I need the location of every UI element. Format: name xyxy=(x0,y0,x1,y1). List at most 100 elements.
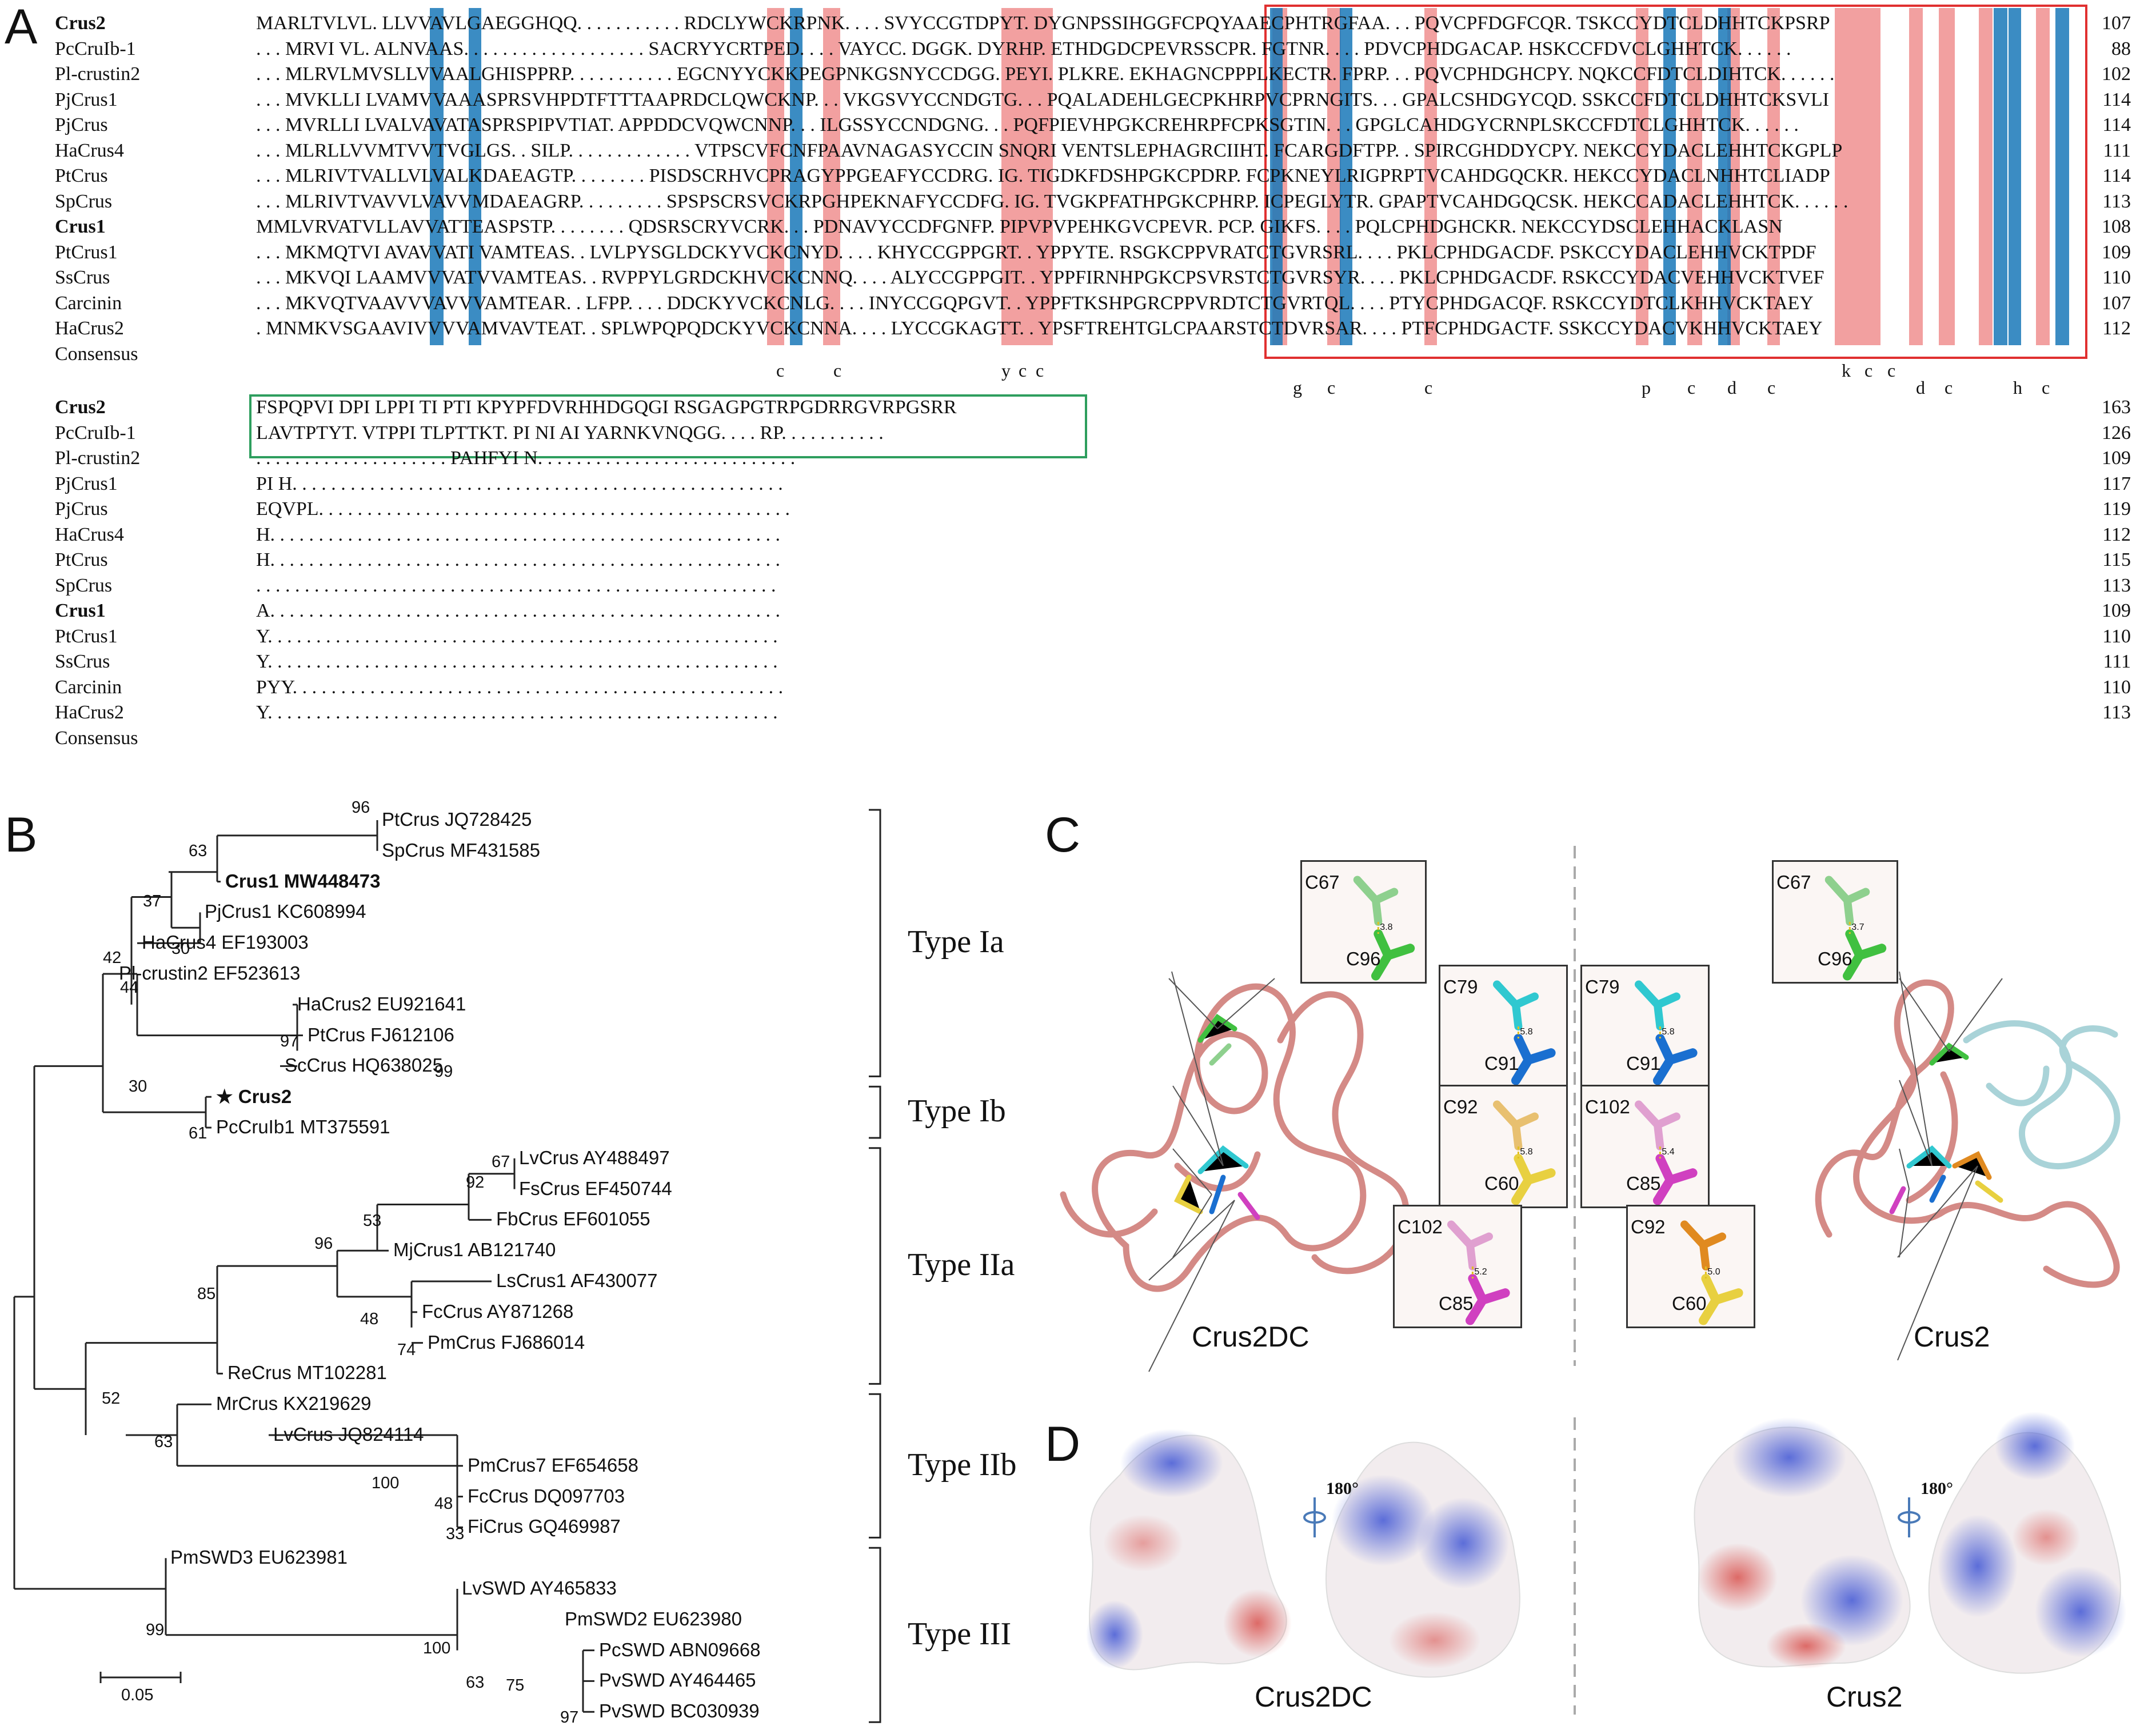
crus2dc-ribbon xyxy=(1060,983,1410,1292)
residue-label: C96 xyxy=(1346,948,1381,969)
alignment-seq-name: SpCrus xyxy=(55,574,113,596)
tree-tip-label: MrCrus KX219629 xyxy=(216,1393,372,1415)
alignment-end-position: 112 xyxy=(2102,318,2131,339)
alignment-sequence: H. . . . . . . . . . . . . . . . . . . .… xyxy=(256,549,781,570)
bootstrap-value: 30 xyxy=(129,1077,147,1096)
alignment-sequence: MARLTVLVL. LLVVAVLGAEGGHQQ. . . . . . . … xyxy=(256,13,1830,34)
alignment-end-position: 88 xyxy=(2111,38,2131,59)
alignment-seq-name: PcCruIb-1 xyxy=(55,38,136,59)
alignment-sequence: EQVPL. . . . . . . . . . . . . . . . . .… xyxy=(256,498,790,520)
tree-tip-label: FsCrus EF450744 xyxy=(519,1177,672,1199)
alignment-sequence: . . . . . . . . . . . . . . . . . . . . … xyxy=(256,448,796,469)
alignment-end-position: 114 xyxy=(2102,89,2131,110)
bootstrap-value: 96 xyxy=(314,1234,333,1253)
alignment-sequence: Y. . . . . . . . . . . . . . . . . . . .… xyxy=(256,651,778,672)
consensus-letter: d xyxy=(1916,377,1925,398)
alignment-sequence: Y. . . . . . . . . . . . . . . . . . . .… xyxy=(256,702,778,723)
disulfide-inset xyxy=(1439,965,1568,1088)
alignment-sequence: H. . . . . . . . . . . . . . . . . . . .… xyxy=(256,524,781,545)
tree-tip-label: LsCrus1 AF430077 xyxy=(496,1270,658,1291)
type-bracket xyxy=(869,1393,881,1539)
alignment-end-position: 110 xyxy=(2102,267,2131,288)
alignment-sequence: Y. . . . . . . . . . . . . . . . . . . .… xyxy=(256,625,778,647)
alignment-end-position: 163 xyxy=(2102,397,2131,418)
bootstrap-value: 97 xyxy=(280,1032,299,1050)
alignment-seq-name: PtCrus xyxy=(55,549,108,570)
disulfide-inset xyxy=(1626,1205,1755,1328)
bootstrap-value: 100 xyxy=(423,1639,451,1657)
bootstrap-value: 67 xyxy=(492,1152,510,1171)
surface-crus2-back xyxy=(1928,1412,2126,1674)
panel-label-a: A xyxy=(5,0,38,54)
alignment-seq-name: Crus2 xyxy=(55,397,106,418)
tree-tip-label: PtCrus FJ612106 xyxy=(308,1024,454,1045)
tree-tip-label: PvSWD AY464465 xyxy=(599,1669,756,1691)
tree-tip-label: FcCrus DQ097703 xyxy=(468,1485,625,1507)
consensus-letter: c xyxy=(1019,360,1027,381)
residue-label: C91 xyxy=(1626,1053,1661,1074)
disulfide-sticks xyxy=(1173,1013,2003,1220)
bootstrap-value: 48 xyxy=(360,1309,379,1328)
type-bracket xyxy=(869,1547,881,1723)
alignment-sequence: . . . MVRLLI LVALVAVATASPRSPIPVTIAT. APP… xyxy=(256,114,1799,135)
alignment-seq-name: Pl-crustin2 xyxy=(55,448,141,469)
bootstrap-value: 96 xyxy=(352,798,370,817)
surface-svg xyxy=(1086,1412,2126,1715)
disulfide-inset xyxy=(1393,1205,1522,1328)
bootstrap-value: 37 xyxy=(143,892,162,910)
alignment-panel: Crus2 MARLTVLVL. LLVVAVLGAEGGHQQ. . . . .… xyxy=(0,0,2156,772)
bootstrap-value: 63 xyxy=(189,841,207,860)
tree-tip-label: ★ Crus2 xyxy=(216,1086,292,1108)
panel-label-c: C xyxy=(1045,808,1081,862)
bootstrap-value: 63 xyxy=(154,1433,173,1451)
type-label: Type Ia xyxy=(908,924,1004,960)
alignment-end-position: 111 xyxy=(2103,651,2131,672)
residue-label: C91 xyxy=(1484,1053,1519,1074)
alignment-sequence: . . . MLRLLVVMTVVTVGLGS. . SILP. . . . .… xyxy=(256,139,1843,161)
disulfide-inset xyxy=(1300,860,1427,984)
distance-label: 5.8 xyxy=(1520,1147,1533,1157)
distance-label: 5.8 xyxy=(1662,1027,1675,1037)
alignment-sequence: . . . MLRIVTVAVVLVAVVMDAEAGRP. . . . . .… xyxy=(256,190,1848,212)
alignment-sequence: A. . . . . . . . . . . . . . . . . . . .… xyxy=(256,600,781,621)
residue-label: C92 xyxy=(1631,1216,1666,1237)
consensus-letter: c xyxy=(1424,377,1433,398)
alignment-sequence: . . . MVKLLI LVAMVVAAASPRSVHPDTFTTTAAPRD… xyxy=(256,89,1829,110)
tree-svg xyxy=(13,809,881,1723)
surface-crus2dc-back xyxy=(1325,1441,1520,1678)
tree-tip-label: PmCrus7 EF654658 xyxy=(468,1454,638,1476)
consensus-letter: d xyxy=(1727,377,1736,398)
consensus-letter: c xyxy=(2042,377,2050,398)
alignment-seq-name: Consensus xyxy=(55,727,138,749)
consensus-letter: k xyxy=(1842,360,1851,381)
type-label: Type III xyxy=(908,1616,1012,1652)
alignment-sequence: PI H. . . . . . . . . . . . . . . . . . … xyxy=(256,473,783,494)
alignment-seq-name: PjCrus1 xyxy=(55,473,118,494)
tree-tip-label: Crus1 MW448473 xyxy=(225,870,381,892)
consensus-letter: c xyxy=(1687,377,1696,398)
tree-tip-label: Pl-crustin2 EF523613 xyxy=(119,962,301,984)
alignment-end-position: 109 xyxy=(2102,448,2131,469)
panel-label-d: D xyxy=(1045,1417,1081,1472)
distance-label: 5.8 xyxy=(1520,1027,1533,1037)
distance-label: 3.7 xyxy=(1851,922,1864,933)
alignment-end-position: 113 xyxy=(2102,190,2131,212)
wap-domain-box xyxy=(1264,5,2087,359)
type-label: Type IIb xyxy=(908,1447,1017,1483)
bootstrap-value: 74 xyxy=(397,1340,416,1359)
type-bracket xyxy=(869,1085,881,1139)
alignment-seq-name: PjCrus xyxy=(55,498,108,520)
bootstrap-value: 30 xyxy=(171,940,190,958)
alignment-end-position: 109 xyxy=(2102,600,2131,621)
alignment-seq-name: Pl-crustin2 xyxy=(55,63,141,85)
bootstrap-value: 52 xyxy=(102,1389,121,1408)
rotation-arrow-icon xyxy=(1303,1497,1921,1537)
alignment-sequence: MMLVRVATVLLAVVATTEASPSTP. . . . . . . . … xyxy=(256,216,1783,237)
tree-tip-label: PvSWD BC030939 xyxy=(599,1700,760,1722)
alignment-seq-name: HaCrus4 xyxy=(55,524,124,545)
alignment-seq-name: Carcinin xyxy=(55,292,122,314)
alignment-seq-name: PjCrus xyxy=(55,114,108,135)
alignment-seq-name: PtCrus xyxy=(55,165,108,186)
alignment-seq-name: HaCrus2 xyxy=(55,318,124,339)
